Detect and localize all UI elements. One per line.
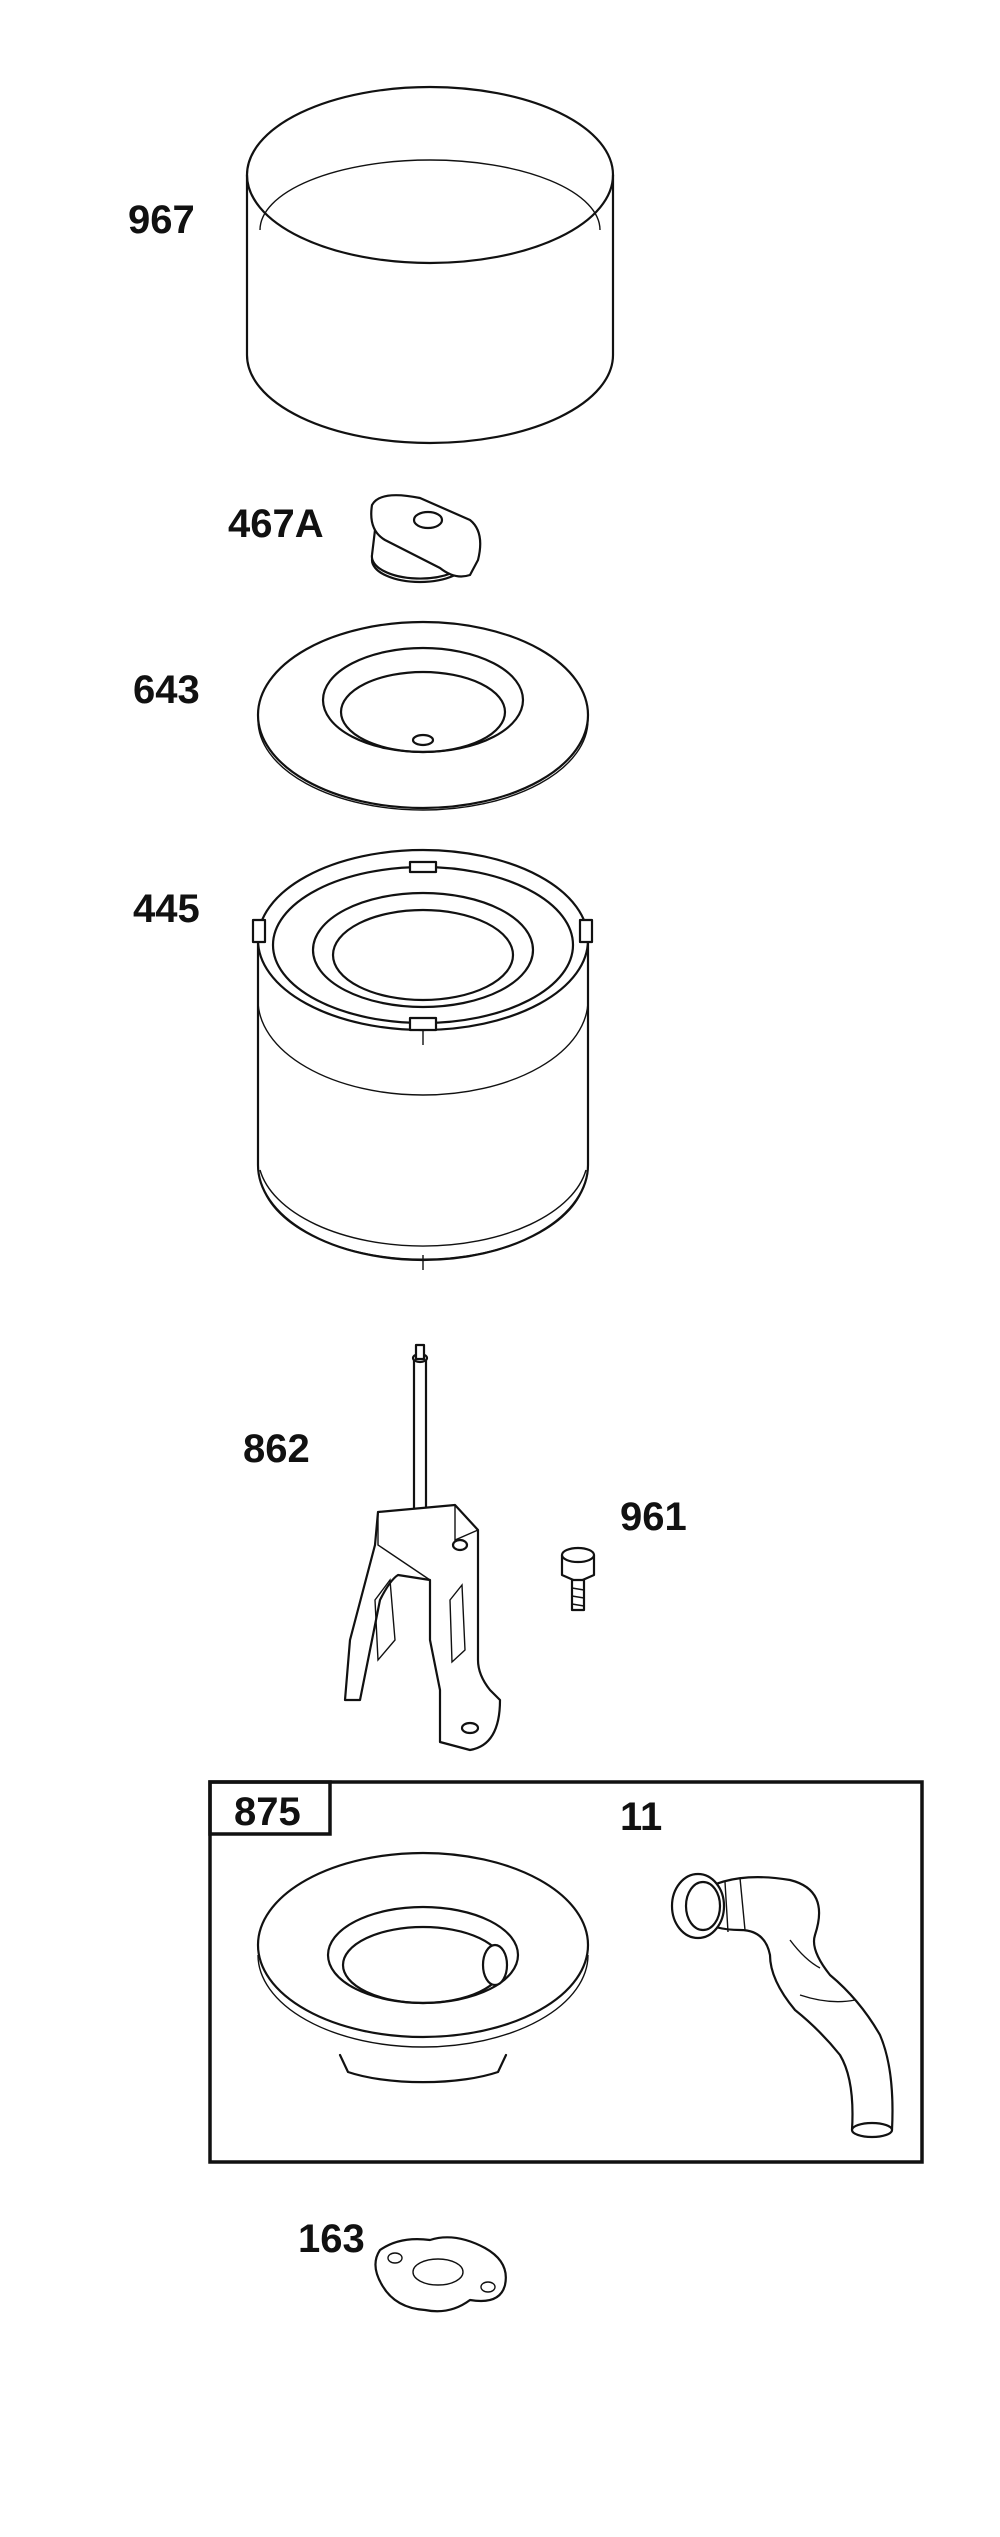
- label-467a: 467A: [228, 502, 324, 546]
- part-11-breather-tube: [670, 1872, 894, 2139]
- part-967-precleaner: [245, 85, 615, 445]
- label-11: 11: [620, 1795, 662, 1839]
- part-961-screw: [560, 1546, 596, 1612]
- part-643-cover-plate: [256, 620, 590, 811]
- part-862-bracket-stud: [343, 1343, 502, 1752]
- part-445-filter-cartridge: [251, 848, 594, 1270]
- label-875: 875: [234, 1790, 301, 1834]
- label-967: 967: [128, 198, 195, 242]
- label-643: 643: [133, 668, 200, 712]
- label-961: 961: [620, 1495, 687, 1539]
- label-862: 862: [243, 1427, 310, 1471]
- label-163: 163: [298, 2217, 365, 2261]
- kit-875-box: [208, 1780, 924, 2164]
- label-445: 445: [133, 887, 200, 931]
- part-163-gasket: [374, 2236, 507, 2313]
- part-467a-knob: [370, 494, 482, 584]
- part-875-base: [256, 1851, 590, 2084]
